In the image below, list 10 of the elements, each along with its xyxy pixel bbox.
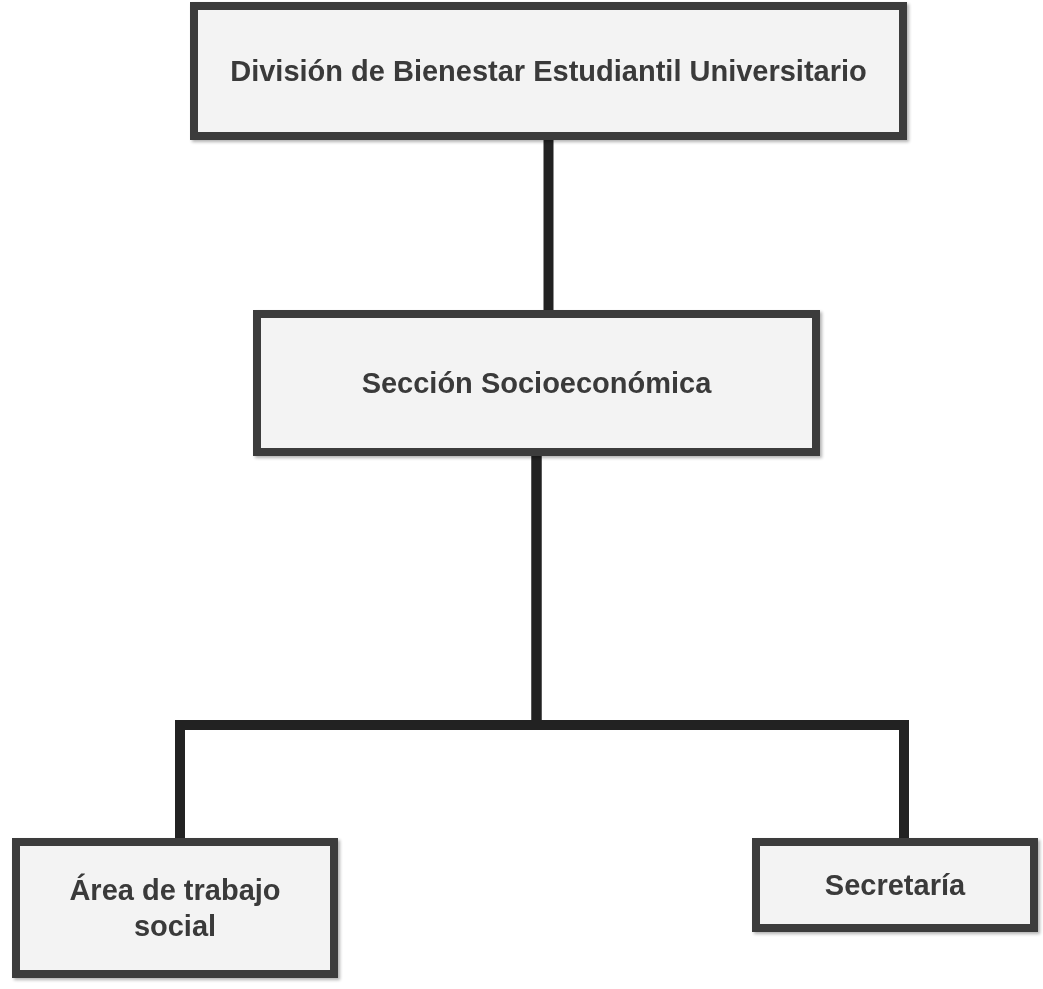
box-label: Secretaría xyxy=(823,867,967,903)
box-label: Área de trabajo social xyxy=(68,872,282,944)
box-label: Sección Socioeconómica xyxy=(360,365,713,401)
org-box xyxy=(12,838,338,978)
org-box xyxy=(190,2,907,140)
org-box xyxy=(752,838,1038,932)
box-label: División de Bienestar Estudiantil Universitario xyxy=(229,53,868,89)
org-box xyxy=(253,310,820,456)
connector-line xyxy=(531,456,909,838)
connector-line xyxy=(543,140,554,310)
